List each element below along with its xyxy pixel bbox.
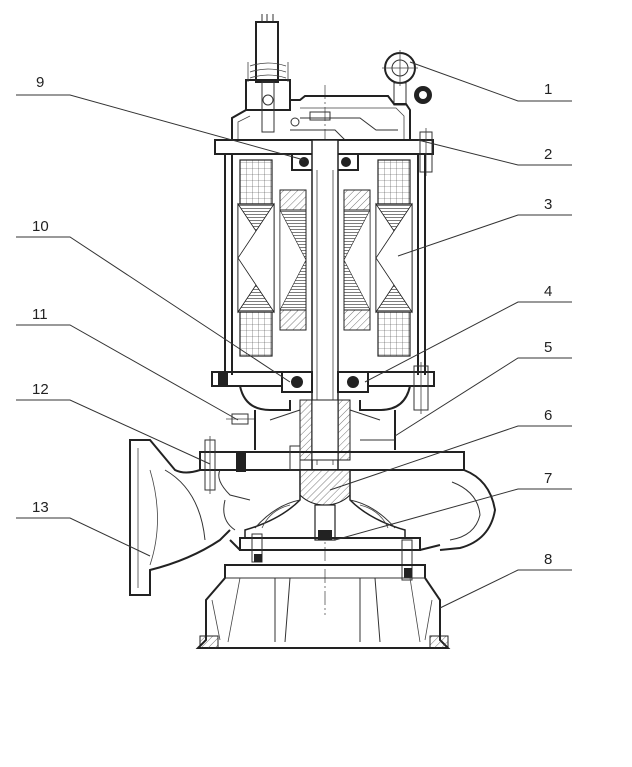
callout-12: 12 [32, 381, 49, 398]
base-stand [195, 564, 451, 649]
callout-5: 5 [544, 339, 552, 356]
callout-8: 8 [544, 551, 552, 568]
callout-6: 6 [544, 407, 552, 424]
callout-4: 4 [544, 283, 552, 300]
leader-13 [16, 517, 151, 557]
stator-winding [237, 159, 413, 357]
callout-2: 2 [544, 146, 552, 163]
oil-chamber [226, 385, 411, 450]
leader-2 [417, 139, 572, 166]
leader-5 [394, 357, 572, 437]
mechanical-seal [299, 399, 351, 461]
leader-lines [16, 61, 572, 609]
leader-11 [16, 324, 239, 421]
lower-bearing [281, 371, 369, 393]
callout-13: 13 [32, 499, 49, 516]
upper-cover [231, 95, 411, 141]
callout-1: 1 [544, 81, 552, 98]
cable-gland [245, 14, 291, 133]
lifting-eye-bolt [382, 50, 432, 106]
leader-1 [409, 61, 572, 102]
callout-11: 11 [32, 306, 48, 323]
leader-12 [16, 399, 211, 465]
leader-4 [364, 301, 572, 383]
callout-10: 10 [32, 218, 49, 235]
leader-9 [16, 94, 305, 161]
wear-ring [239, 533, 421, 581]
impeller [244, 469, 406, 541]
leader-8 [439, 569, 572, 609]
callout-labels: 1 2 3 4 5 6 7 8 9 10 11 12 13 [32, 74, 552, 568]
leader-10 [16, 236, 291, 383]
callout-3: 3 [544, 196, 552, 213]
leader-3 [397, 214, 572, 257]
leader-7 [334, 488, 572, 541]
leader-6 [329, 425, 572, 491]
callout-7: 7 [544, 470, 552, 487]
callout-9: 9 [36, 74, 44, 91]
